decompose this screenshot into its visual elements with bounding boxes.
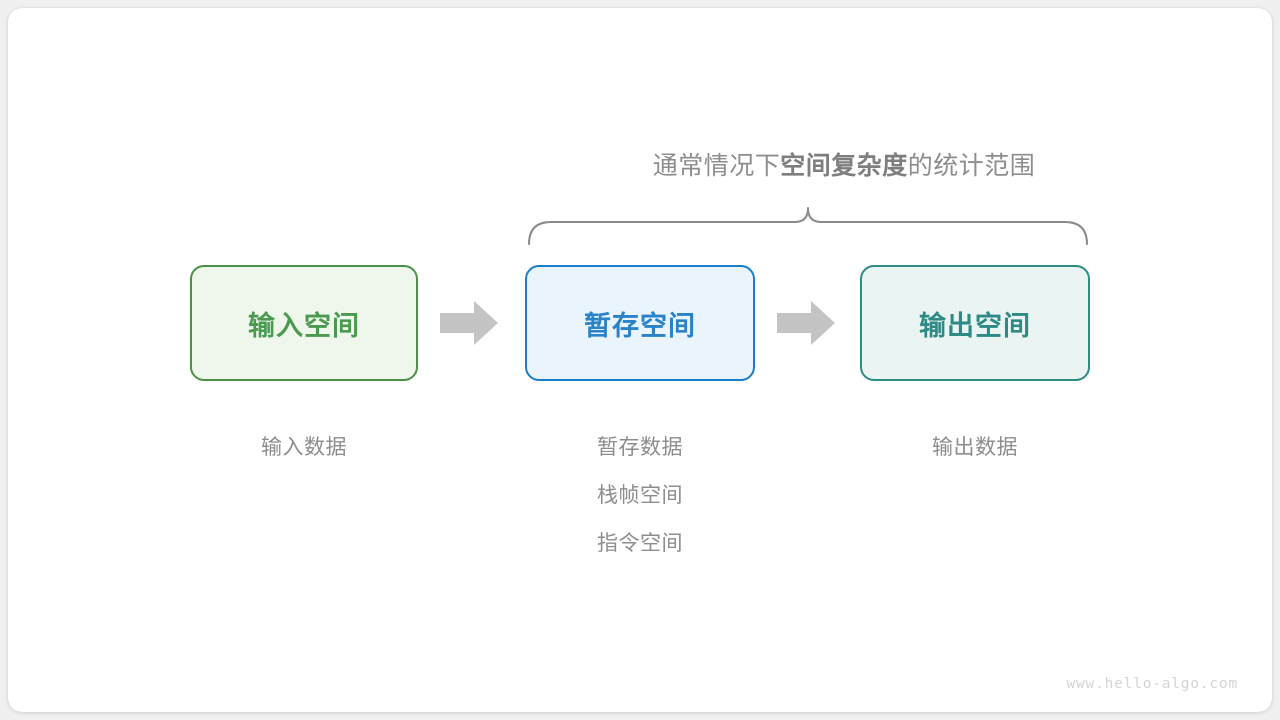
box-input-space[interactable]: 输入空间 bbox=[190, 265, 418, 381]
arrow-right-icon bbox=[777, 301, 835, 345]
scope-brace-icon bbox=[528, 207, 1088, 245]
caption-group-input: 输入数据 bbox=[190, 424, 418, 472]
caption-stack-frame-space: 栈帧空间 bbox=[597, 484, 683, 507]
box-output-space[interactable]: 输出空间 bbox=[860, 265, 1090, 381]
title-emphasis: 空间复杂度 bbox=[780, 152, 908, 180]
box-input-space-label: 输入空间 bbox=[248, 310, 360, 341]
caption-instruction-space: 指令空间 bbox=[597, 532, 683, 555]
caption-group-buffer: 暂存数据 栈帧空间 指令空间 bbox=[525, 424, 755, 568]
caption-output-data: 输出数据 bbox=[932, 436, 1018, 459]
box-buffer-space-label: 暂存空间 bbox=[584, 310, 696, 341]
arrow-right-icon bbox=[440, 301, 498, 345]
title-prefix: 通常情况下 bbox=[652, 152, 781, 180]
watermark: www.hello-algo.com bbox=[1066, 676, 1238, 692]
caption-input-data: 输入数据 bbox=[261, 436, 347, 459]
caption-group-output: 输出数据 bbox=[860, 424, 1090, 472]
diagram-title: 通常情况下空间复杂度的统计范围 bbox=[0, 146, 1280, 182]
box-output-space-label: 输出空间 bbox=[919, 310, 1031, 341]
caption-buffer-data: 暂存数据 bbox=[597, 436, 683, 459]
box-buffer-space[interactable]: 暂存空间 bbox=[525, 265, 755, 381]
title-suffix: 的统计范围 bbox=[907, 152, 1036, 180]
